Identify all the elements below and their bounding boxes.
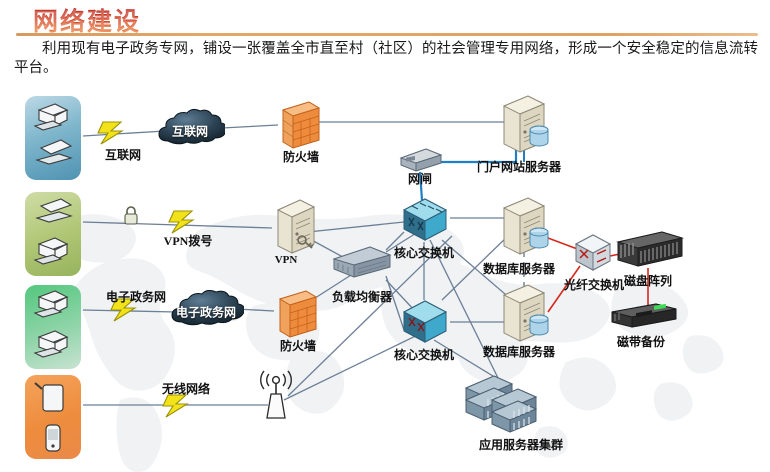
bolt-icon-wireless	[160, 393, 194, 424]
firewall-icon	[278, 290, 318, 338]
cloud-icon	[171, 289, 245, 326]
node-firewall-bottom[interactable]	[276, 289, 320, 346]
label-app-server-cluster: 应用服务器集群	[478, 438, 564, 452]
server-tower-db-icon	[502, 197, 549, 255]
label-disk-array: 磁盘阵列	[623, 274, 673, 288]
egov-client-icons	[33, 290, 69, 358]
wireless-antenna-icon	[260, 370, 292, 419]
internet-client-icons	[33, 103, 73, 165]
link-label-egov: 电子政务网	[105, 290, 167, 304]
firewall-icon	[281, 101, 321, 149]
node-fiber-switch[interactable]	[572, 232, 614, 279]
cloud-egov[interactable]: 电子政务网	[168, 289, 245, 334]
client-group-internet[interactable]	[25, 96, 81, 180]
bolt-icon-egov	[108, 297, 142, 328]
node-wireless-ap[interactable]	[252, 366, 300, 427]
switch-cube-icon	[402, 300, 448, 343]
client-group-wireless[interactable]	[25, 375, 81, 459]
server-tower-icon	[276, 199, 316, 254]
node-load-balancer[interactable]	[330, 243, 394, 288]
server-tower-db-icon	[502, 95, 549, 153]
padlock-icon	[123, 205, 139, 230]
link-label-internet: 互联网	[104, 148, 142, 162]
server-tower-db-icon	[502, 284, 549, 342]
gateway-bar-icon	[399, 148, 443, 172]
title-divider	[16, 33, 758, 36]
tape-library-icon	[611, 303, 677, 328]
client-group-egov[interactable]	[25, 285, 81, 369]
link-label-vpn-dial: VPN拨号	[163, 234, 213, 248]
node-tape-backup[interactable]	[608, 300, 680, 335]
node-vpn-server[interactable]	[272, 196, 318, 261]
node-app-server-cluster[interactable]	[460, 368, 544, 441]
label-portal-server: 门户网站服务器	[476, 160, 562, 174]
intro-paragraph: 利用现有电子政务专网，铺设一张覆盖全市直至村（社区）的社会管理专用网络，形成一个…	[14, 41, 758, 76]
label-load-balancer: 负载均衡器	[331, 290, 393, 304]
node-db-server-top[interactable]	[498, 194, 556, 263]
node-core-switch-bottom[interactable]	[400, 298, 450, 351]
bolt-icon-vpn	[166, 209, 200, 240]
vpn-client-icons	[33, 198, 73, 265]
server-cluster-icon	[464, 375, 538, 433]
node-network-gate[interactable]	[398, 146, 444, 179]
label-tape-backup: 磁带备份	[616, 335, 666, 349]
link-label-wireless: 无线网络	[161, 382, 211, 396]
cloud-icon	[158, 108, 227, 145]
label-fiber-switch: 光纤交换机	[563, 278, 625, 292]
label-firewall-top: 防火墙	[282, 150, 320, 164]
node-disk-array[interactable]	[614, 228, 686, 275]
label-vpn-server: VPN	[274, 254, 298, 266]
cloud-label-internet: 互联网	[171, 124, 209, 139]
rack-appliance-icon	[332, 246, 392, 278]
cloud-label-egov: 电子政务网	[175, 305, 237, 320]
wireless-client-icons	[34, 382, 64, 452]
disk-array-icon	[616, 231, 684, 267]
label-firewall-bottom: 防火墙	[279, 339, 317, 353]
label-db-server-top: 数据库服务器	[482, 262, 556, 276]
node-firewall-top[interactable]	[279, 100, 323, 157]
label-core-switch-bottom: 核心交换机	[393, 348, 455, 362]
label-core-switch-top: 核心交换机	[393, 246, 455, 260]
cloud-internet[interactable]: 互联网	[155, 108, 227, 154]
node-portal-server[interactable]	[498, 92, 556, 161]
page-title: 网络建设	[33, 2, 141, 38]
switch-cube-red-icon	[574, 234, 612, 271]
node-core-switch-top[interactable]	[400, 196, 450, 249]
label-db-server-bottom: 数据库服务器	[482, 345, 556, 359]
bolt-icon-internet	[95, 120, 129, 151]
switch-cube-icon	[402, 198, 448, 241]
node-db-server-bottom[interactable]	[498, 281, 556, 350]
label-network-gate: 网闸	[407, 172, 433, 186]
client-group-vpn[interactable]	[25, 192, 81, 276]
